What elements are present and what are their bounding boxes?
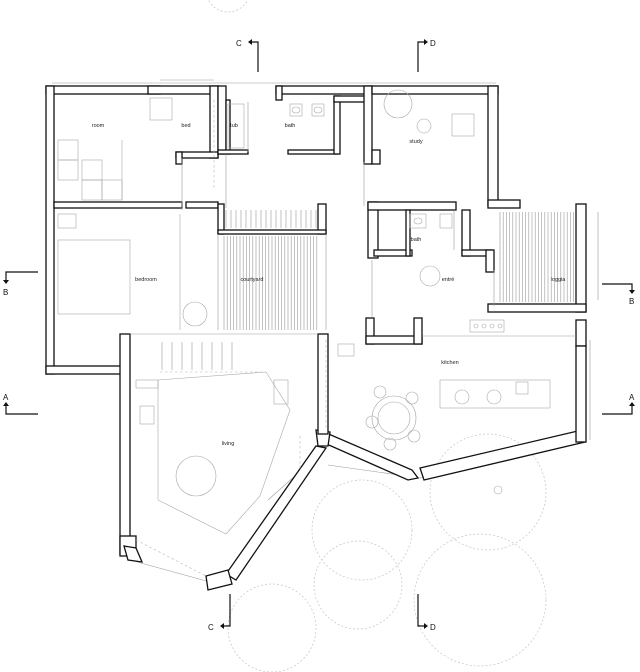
room-label-room: room	[92, 123, 105, 129]
room-label-bedroom: bedroom	[135, 277, 157, 283]
room-label-bath-top: bath	[285, 123, 296, 129]
section-marker-d-top: D	[417, 39, 436, 72]
section-marker-a-right: A	[602, 393, 635, 415]
section-marker-a-left: A	[3, 393, 38, 415]
section-label-d-top: D	[430, 39, 436, 48]
section-label-c-bottom: C	[208, 623, 214, 632]
section-label-b-left: B	[3, 288, 8, 297]
room-label-courtyard: courtyard	[241, 277, 264, 283]
courtyard-top-hatch	[225, 210, 317, 228]
room-label-tub: tub	[230, 123, 238, 129]
section-marker-d-bottom: D	[417, 594, 436, 632]
room-label-bath-mid: bath	[411, 237, 422, 243]
section-label-b-right: B	[629, 297, 634, 306]
section-label-a-left: A	[3, 393, 9, 402]
room-label-study: study	[409, 139, 422, 145]
landscape-trees	[208, 0, 547, 672]
outline-lines	[52, 79, 599, 583]
partitions	[130, 102, 576, 337]
room-label-entre: entré	[442, 277, 455, 283]
room-labels: room bed tub bath study bedroom courtyar…	[92, 123, 567, 447]
section-marker-b-right: B	[602, 283, 635, 306]
room-label-bed: bed	[181, 123, 190, 129]
section-marker-b-left: B	[3, 271, 38, 297]
room-label-living: living	[222, 441, 235, 447]
section-marker-c-top: C	[236, 39, 259, 72]
room-label-kitchen: kitchen	[441, 360, 458, 366]
furniture	[57, 89, 551, 535]
courtyard-hatch	[223, 236, 318, 330]
walls	[45, 85, 587, 591]
section-label-c-top: C	[236, 39, 242, 48]
section-label-d-bottom: D	[430, 623, 436, 632]
stair-treads	[161, 342, 233, 370]
dashed-lines	[135, 100, 501, 577]
room-label-loggia: loggia	[551, 277, 567, 283]
loggia-hatch	[499, 212, 574, 302]
section-marker-c-bottom: C	[208, 594, 231, 632]
section-label-a-right: A	[629, 393, 635, 402]
